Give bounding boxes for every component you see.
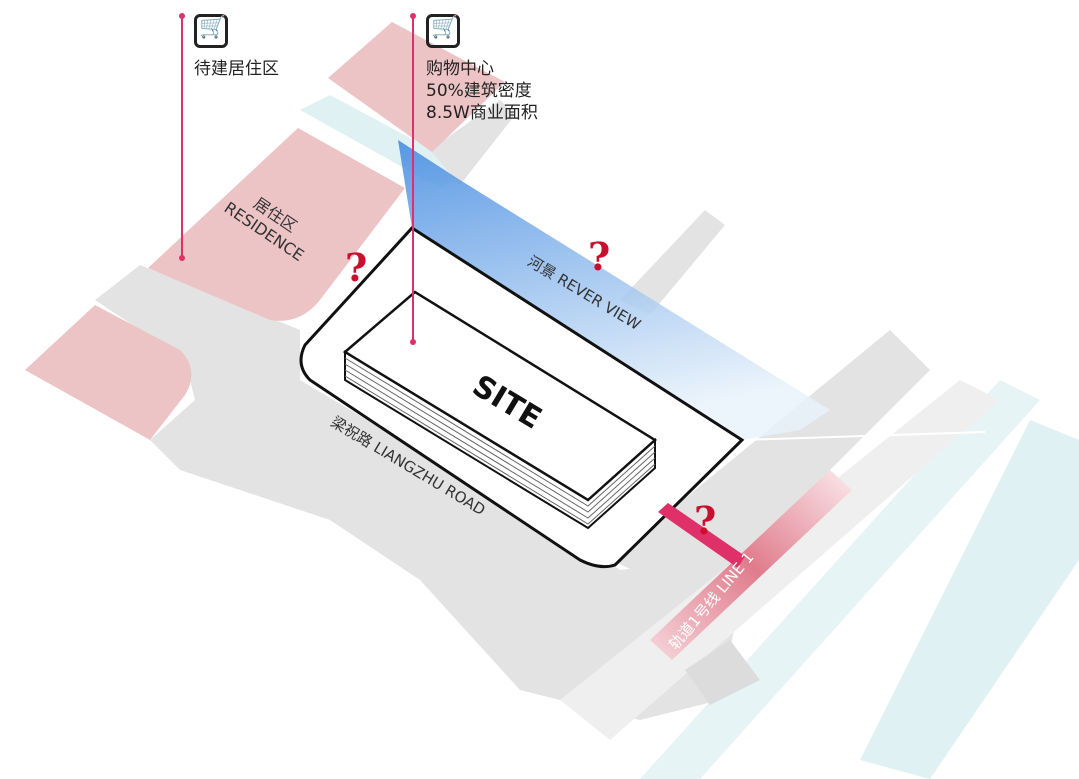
question-mark-river: ?	[588, 234, 611, 279]
question-mark-rail: ?	[694, 498, 717, 543]
pedestrian-link	[658, 503, 745, 568]
callout-dot	[179, 13, 185, 19]
parcel-southwest	[25, 305, 192, 440]
parcel-future-residence	[328, 22, 505, 152]
view-line	[741, 431, 986, 441]
question-mark-west: ?	[345, 245, 368, 290]
road-north-east	[620, 210, 725, 315]
road-north	[430, 100, 515, 185]
road-south-stub	[685, 640, 760, 705]
shopping-cart-icon: 🛒	[194, 14, 228, 48]
callout-text: 购物中心	[426, 59, 494, 79]
callout-text: 8.5W商业面积	[426, 103, 538, 123]
callout-dot	[410, 13, 416, 19]
callout-dot	[179, 255, 185, 261]
callout-text: 待建居住区	[194, 59, 279, 79]
parcel-residence	[148, 128, 405, 321]
callout-shopping-center: 购物中心 50%建筑密度 8.5W商业面积	[426, 58, 538, 124]
rail-line-1	[650, 470, 852, 660]
callout-future-residence: 待建居住区	[194, 58, 279, 80]
site-building	[342, 290, 658, 530]
river-strip-east	[860, 420, 1079, 779]
callout-dot	[410, 339, 416, 345]
road-liangzhu	[95, 265, 740, 720]
callout-text: 50%建筑密度	[426, 81, 532, 101]
river-view-cone	[398, 140, 830, 440]
shopping-cart-icon: 🛒	[426, 14, 460, 48]
